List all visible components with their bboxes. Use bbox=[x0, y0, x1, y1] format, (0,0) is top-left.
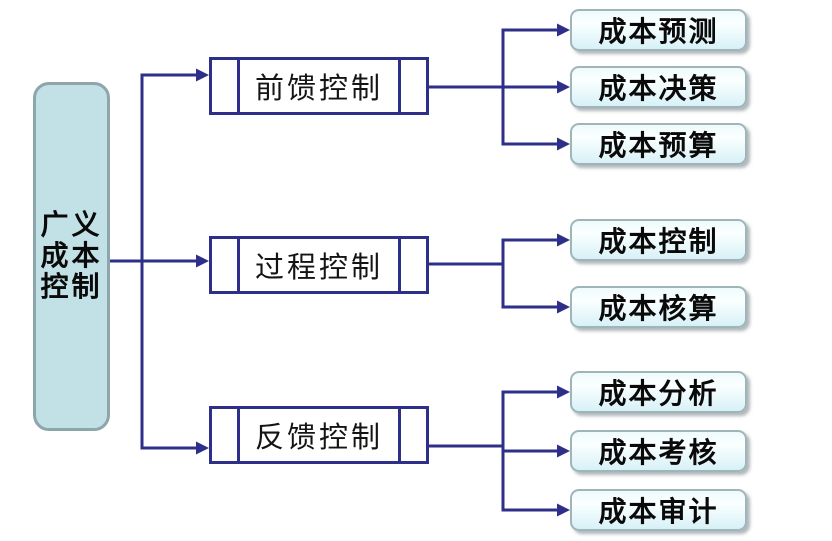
node-root: 广义 成本 控制 bbox=[33, 82, 110, 431]
connector-fan-3 bbox=[429, 390, 559, 512]
node-leaf-label: 成本预测 bbox=[598, 17, 719, 48]
connector-fan-1 bbox=[429, 28, 559, 146]
node-leaf-cost-analysis: 成本分析 bbox=[570, 371, 747, 413]
arrow-icon bbox=[196, 254, 209, 268]
node-leaf-cost-control: 成本控制 bbox=[570, 219, 747, 261]
node-branch-label: 过程控制 bbox=[254, 252, 383, 284]
node-leaf-cost-accounting: 成本核算 bbox=[570, 286, 747, 328]
arrow-icon bbox=[557, 385, 570, 399]
node-leaf-label: 成本控制 bbox=[598, 227, 719, 258]
arrow-icon bbox=[557, 137, 570, 151]
branch-divider-right bbox=[398, 239, 426, 291]
node-branch-label: 反馈控制 bbox=[254, 422, 383, 454]
node-leaf-cost-decision: 成本决策 bbox=[570, 66, 747, 108]
node-branch-process: 过程控制 bbox=[209, 236, 429, 294]
branch-divider-right bbox=[398, 60, 426, 112]
node-leaf-cost-assessment: 成本考核 bbox=[570, 430, 747, 472]
node-leaf-label: 成本审计 bbox=[598, 497, 719, 528]
arrow-icon bbox=[557, 503, 570, 517]
branch-divider-left bbox=[212, 239, 240, 291]
node-branch-feedforward: 前馈控制 bbox=[209, 57, 429, 115]
node-root-label: 广义 成本 控制 bbox=[40, 210, 103, 303]
arrow-icon bbox=[557, 444, 570, 458]
node-leaf-label: 成本分析 bbox=[598, 379, 719, 410]
node-leaf-cost-forecast: 成本预测 bbox=[570, 9, 747, 51]
node-branch-label: 前馈控制 bbox=[254, 73, 383, 105]
arrow-icon bbox=[196, 68, 209, 82]
branch-divider-right bbox=[398, 409, 426, 461]
node-leaf-label: 成本考核 bbox=[598, 438, 719, 469]
node-leaf-cost-audit: 成本审计 bbox=[570, 489, 747, 531]
arrow-icon bbox=[557, 23, 570, 37]
arrow-icon bbox=[557, 80, 570, 94]
arrow-icon bbox=[557, 233, 570, 247]
node-leaf-label: 成本预算 bbox=[598, 131, 719, 162]
branch-divider-left bbox=[212, 409, 240, 461]
node-leaf-label: 成本核算 bbox=[598, 294, 719, 325]
connector-fan-2 bbox=[429, 238, 559, 309]
node-leaf-cost-budget: 成本预算 bbox=[570, 123, 747, 165]
branch-divider-left bbox=[212, 60, 240, 112]
arrow-icon bbox=[557, 300, 570, 314]
arrow-icon bbox=[196, 441, 209, 455]
node-leaf-label: 成本决策 bbox=[598, 74, 719, 105]
node-branch-feedback: 反馈控制 bbox=[209, 406, 429, 464]
